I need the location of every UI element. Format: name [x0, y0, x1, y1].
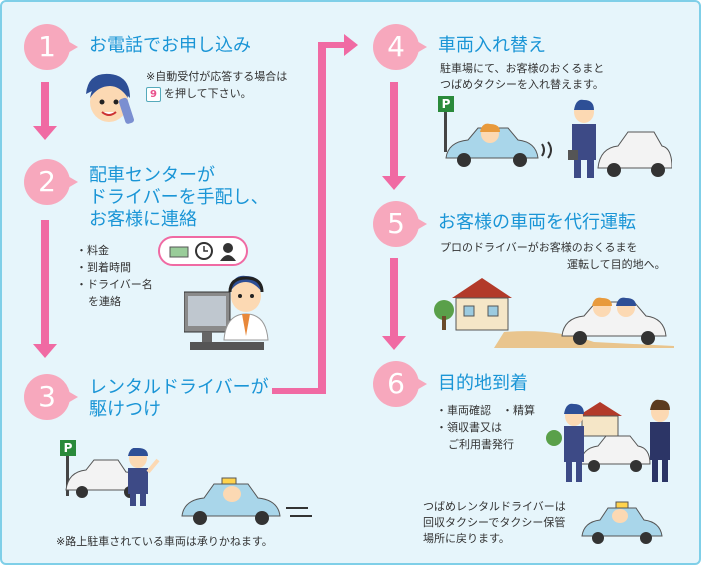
step-5-desc-line1: プロのドライバーがお客様のおくるまを [440, 241, 638, 254]
arrow-4-5-shaft [390, 82, 398, 178]
step-2-title-line1: 配車センターが [89, 165, 215, 186]
arrow-1-2-shaft [41, 82, 49, 128]
step-3-badge: 3 [24, 374, 78, 420]
phone-caller-icon [86, 73, 134, 124]
parking-sign-label: P [60, 440, 76, 456]
step-6-badge: 6 [373, 361, 427, 407]
step-4-badge: 4 [373, 24, 427, 70]
arrow-3-4-head [344, 34, 358, 56]
step-1-badge: 1 [24, 24, 78, 70]
arrow-3-4-segment-a [272, 388, 324, 394]
parked-car-with-driver-icon [65, 448, 160, 506]
step-2-item-driver: ドライバー名 [76, 277, 153, 292]
step-6-footer-line3: 場所に戻ります。 [423, 532, 510, 545]
step-6-item-receipt: 領収書又は [436, 420, 502, 435]
arrow-5-6-shaft [390, 258, 398, 338]
step-5-badge: 5 [373, 201, 427, 247]
step-6-footer-line2: 回収タクシーでタクシー保管 [423, 516, 566, 529]
arrow-5-6-head [382, 336, 406, 350]
step-4-desc-line1: 駐車場にて、お客様のおくるまと [440, 62, 605, 75]
step-2-item-arrival: 到着時間 [76, 260, 131, 275]
step-2-badge: 2 [24, 159, 78, 205]
step-3-note: ※路上駐車されている車両は承りかねます。 [56, 535, 273, 548]
step-3-title-line2: 駆けつけ [89, 399, 161, 420]
step-2-title-line2: ドライバーを手配し、 [89, 187, 269, 208]
step-5-desc-line2: 運転して目的地へ。 [567, 258, 666, 271]
house-and-road-car-icon [434, 278, 674, 348]
money-clock-driver-icon [169, 242, 236, 261]
step-2-title-line3: お客様に連絡 [89, 209, 197, 230]
step-3-title-line1: レンタルドライバーが [89, 377, 269, 398]
step-1-note-line1: ※自動受付が応答する場合は [146, 70, 288, 83]
parking-sign-icon-left: P [60, 440, 76, 496]
arrival-scene-icon [546, 399, 670, 482]
step-2-tail: を連絡 [88, 295, 121, 308]
arrow-3-4-segment-c [318, 42, 346, 48]
key-9-icon: 9 [146, 87, 161, 102]
step-4-title: 車両入れ替え [438, 35, 546, 56]
step-5-title: お客様の車両を代行運転 [438, 212, 636, 233]
driver-and-customer-car-icon [568, 99, 672, 178]
return-taxi-icon [581, 501, 663, 544]
taxi-driving-icon [181, 477, 312, 525]
arrow-2-3-shaft [41, 220, 49, 346]
operator-at-desk-icon [184, 275, 269, 350]
taxi-driver-exit-icon [445, 123, 552, 167]
info-bubble [158, 236, 248, 266]
step-2-item-fee: 料金 [76, 243, 109, 258]
step-6-tail: ご利用書発行 [448, 438, 514, 451]
step-4-desc-line2: つばめタクシーを入れ替えます。 [440, 78, 604, 91]
step-6-footer-line1: つばめレンタルドライバーは [423, 500, 566, 513]
arrow-4-5-head [382, 176, 406, 190]
parking-sign-label-2: P [438, 96, 454, 112]
step-6-item-check-payment: 車両確認 ・精算 [436, 403, 535, 418]
step-1-note-line2: を押して下さい。 [164, 87, 252, 100]
arrow-2-3-head [33, 344, 57, 358]
arrow-1-2-head [33, 126, 57, 140]
arrow-3-4-segment-b [318, 42, 326, 394]
parking-sign-icon-right: P [438, 96, 454, 152]
step-1-title: お電話でお申し込み [89, 35, 251, 56]
step-6-title: 目的地到着 [438, 373, 528, 394]
